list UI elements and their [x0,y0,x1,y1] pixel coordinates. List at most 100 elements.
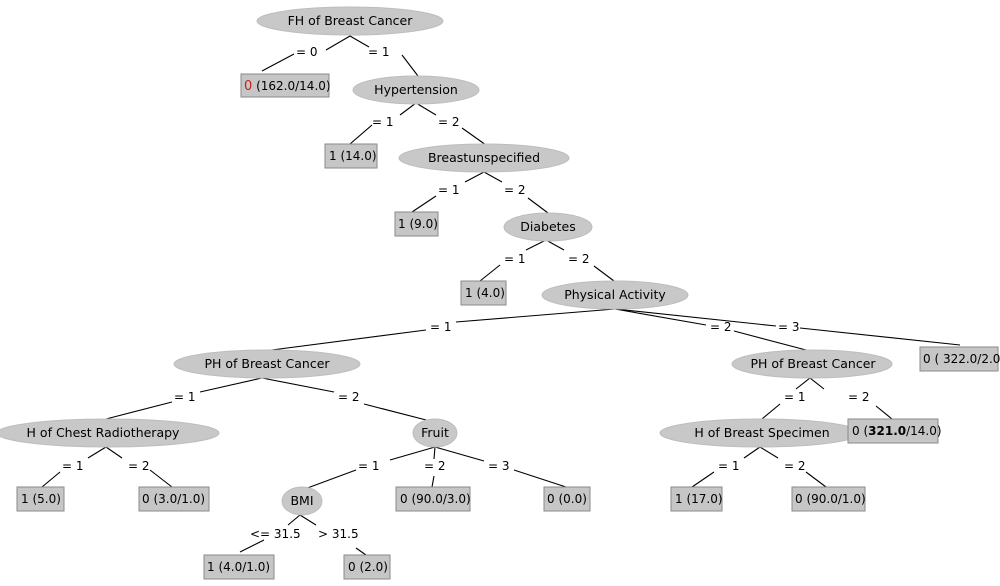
node-bmi[interactable]: BMI [281,486,323,516]
node-breastunspecified[interactable]: Breastunspecified [398,143,570,173]
edge-hbs-1 [691,446,761,488]
edge-label-fru-1: = 1 [358,459,380,473]
leaf-hbs-1[interactable]: 1 (17.0) [670,486,723,512]
node-ph-of-breast-cancer-right[interactable]: PH of Breast Cancer [731,349,893,379]
svg-text:0 ( 322.0/2.0): 0 ( 322.0/2.0) [923,352,1000,366]
svg-text:PH of Breast Cancer: PH of Breast Cancer [204,356,330,371]
node-physical-activity[interactable]: Physical Activity [541,280,689,310]
leaf-hcr-1[interactable]: 1 (5.0) [16,486,65,512]
svg-text:PH of Breast Cancer: PH of Breast Cancer [750,356,876,371]
edge-bmi-le [239,514,301,553]
edge-bu-1 [411,171,485,213]
edge-label-dia-1: = 1 [504,252,526,266]
edge-label-hbs-1: = 1 [718,459,740,473]
edge-label-fru-3: = 3 [488,459,510,473]
edge-dia-1 [479,239,547,282]
svg-text:Physical Activity: Physical Activity [564,287,666,302]
edge-hyp-1 [349,102,417,145]
edge-label-dia-2: = 2 [568,252,590,266]
edge-hcr-2 [105,446,173,488]
edge-label-hcr-1: = 1 [62,459,84,473]
edge-label-ph1-1: = 1 [174,390,196,404]
edge-label-ph1-2: = 2 [338,390,360,404]
svg-text:H of Breast Specimen: H of Breast Specimen [694,425,829,440]
svg-text:0 (2.0): 0 (2.0) [348,560,388,574]
leaf-fru-3[interactable]: 0 (0.0) [543,486,591,512]
edge-pa-1 [263,308,616,352]
edge-label-fh-0: = 0 [296,45,318,59]
svg-text:1 (9.0): 1 (9.0) [398,217,438,231]
edge-fru-1 [301,446,436,491]
svg-text:1 (14.0): 1 (14.0) [329,149,377,163]
edge-fh-0 [261,35,351,72]
edge-bu-2 [483,171,549,214]
svg-text:H of Chest Radiotherapy: H of Chest Radiotherapy [27,425,180,440]
edge-label-bu-2: = 2 [504,183,526,197]
edge-ph2-2 [809,377,893,420]
edge-bmi-gt [299,514,367,556]
edge-label-bmi-gt: > 31.5 [318,527,359,541]
decision-nodes: FH of Breast Cancer Hypertension Breastu… [0,6,893,516]
edge-label-hbs-2: = 2 [784,459,806,473]
node-ph-of-breast-cancer-left[interactable]: PH of Breast Cancer [173,349,361,379]
leaf-dia-1[interactable]: 1 (4.0) [460,280,507,306]
svg-text:0 (90.0/1.0): 0 (90.0/1.0) [795,492,866,506]
edge-label-fh-1: = 1 [368,45,390,59]
svg-text:0 (90.0/3.0): 0 (90.0/3.0) [400,492,471,506]
edge-dia-2 [545,239,615,282]
edge-label-bmi-le: <= 31.5 [250,527,301,541]
leaf-fru-2[interactable]: 0 (90.0/3.0) [395,486,471,512]
svg-text:0 (0.0): 0 (0.0) [547,492,587,506]
node-fruit[interactable]: Fruit [412,418,458,448]
leaf-ph2-2[interactable]: 0 (321.0/14.0) [847,418,942,444]
svg-text:Fruit: Fruit [421,425,449,440]
edges: = 0 = 1 = 1 = 2 = 1 = 2 = 1 = 2 = 1 = 2 … [41,35,961,556]
svg-text:1 (4.0): 1 (4.0) [465,286,505,300]
leaf-bmi-gt[interactable]: 0 (2.0) [343,554,391,580]
edge-fru-3 [434,446,567,488]
edge-label-pa-2: = 2 [710,320,732,334]
svg-text:Hypertension: Hypertension [374,82,458,97]
edge-label-hyp-1: = 1 [372,115,394,129]
node-diabetes[interactable]: Diabetes [503,212,593,242]
edge-label-bu-1: = 1 [438,183,460,197]
leaf-bu-1[interactable]: 1 (9.0) [394,211,439,237]
edge-hbs-2 [759,446,827,488]
leaf-nodes: 0 (162.0/14.0) 1 (14.0) 1 (9.0) 1 (4.0) … [16,73,1000,580]
edge-label-ph2-2: = 2 [848,390,870,404]
svg-text:FH of Breast Cancer: FH of Breast Cancer [288,13,414,28]
leaf-bmi-le[interactable]: 1 (4.0/1.0) [203,554,275,580]
leaf-hyp-1[interactable]: 1 (14.0) [324,143,378,169]
node-h-of-chest-radiotherapy[interactable]: H of Chest Radiotherapy [0,418,220,448]
node-fh-of-breast-cancer[interactable]: FH of Breast Cancer [256,6,444,36]
svg-text:0 (162.0/14.0): 0 (162.0/14.0) [244,79,331,94]
svg-text:BMI: BMI [290,493,313,508]
edge-ph1-1 [105,377,263,420]
edge-hcr-1 [41,446,107,488]
edge-label-hyp-2: = 2 [438,115,460,129]
edge-fru-2 [431,446,436,488]
node-h-of-breast-specimen[interactable]: H of Breast Specimen [659,418,861,448]
leaf-class: 0 [244,79,252,94]
edge-ph1-2 [261,377,431,422]
svg-text:1 (5.0): 1 (5.0) [21,492,61,506]
node-hypertension[interactable]: Hypertension [352,75,480,105]
edge-label-fru-2: = 2 [424,459,446,473]
leaf-fh-0[interactable]: 0 (162.0/14.0) [240,73,331,98]
svg-text:1 (17.0): 1 (17.0) [675,492,723,506]
edge-pa-3 [614,308,961,346]
leaf-pa-3[interactable]: 0 ( 322.0/2.0) [919,346,1000,372]
edge-ph2-1 [761,377,811,420]
edge-hyp-2 [415,102,487,146]
edge-label-pa-1: = 1 [430,320,452,334]
svg-text:Breastunspecified: Breastunspecified [428,150,540,165]
svg-text:Diabetes: Diabetes [520,219,576,234]
edge-fh-1 [349,35,419,77]
edge-label-pa-3: = 3 [778,320,800,334]
edge-label-hcr-2: = 2 [128,459,150,473]
leaf-hbs-2[interactable]: 0 (90.0/1.0) [791,486,866,512]
leaf-hcr-2[interactable]: 0 (3.0/1.0) [138,486,210,512]
svg-text:0 (321.0/14.0): 0 (321.0/14.0) [852,424,942,438]
svg-text:0 (3.0/1.0): 0 (3.0/1.0) [142,492,205,506]
